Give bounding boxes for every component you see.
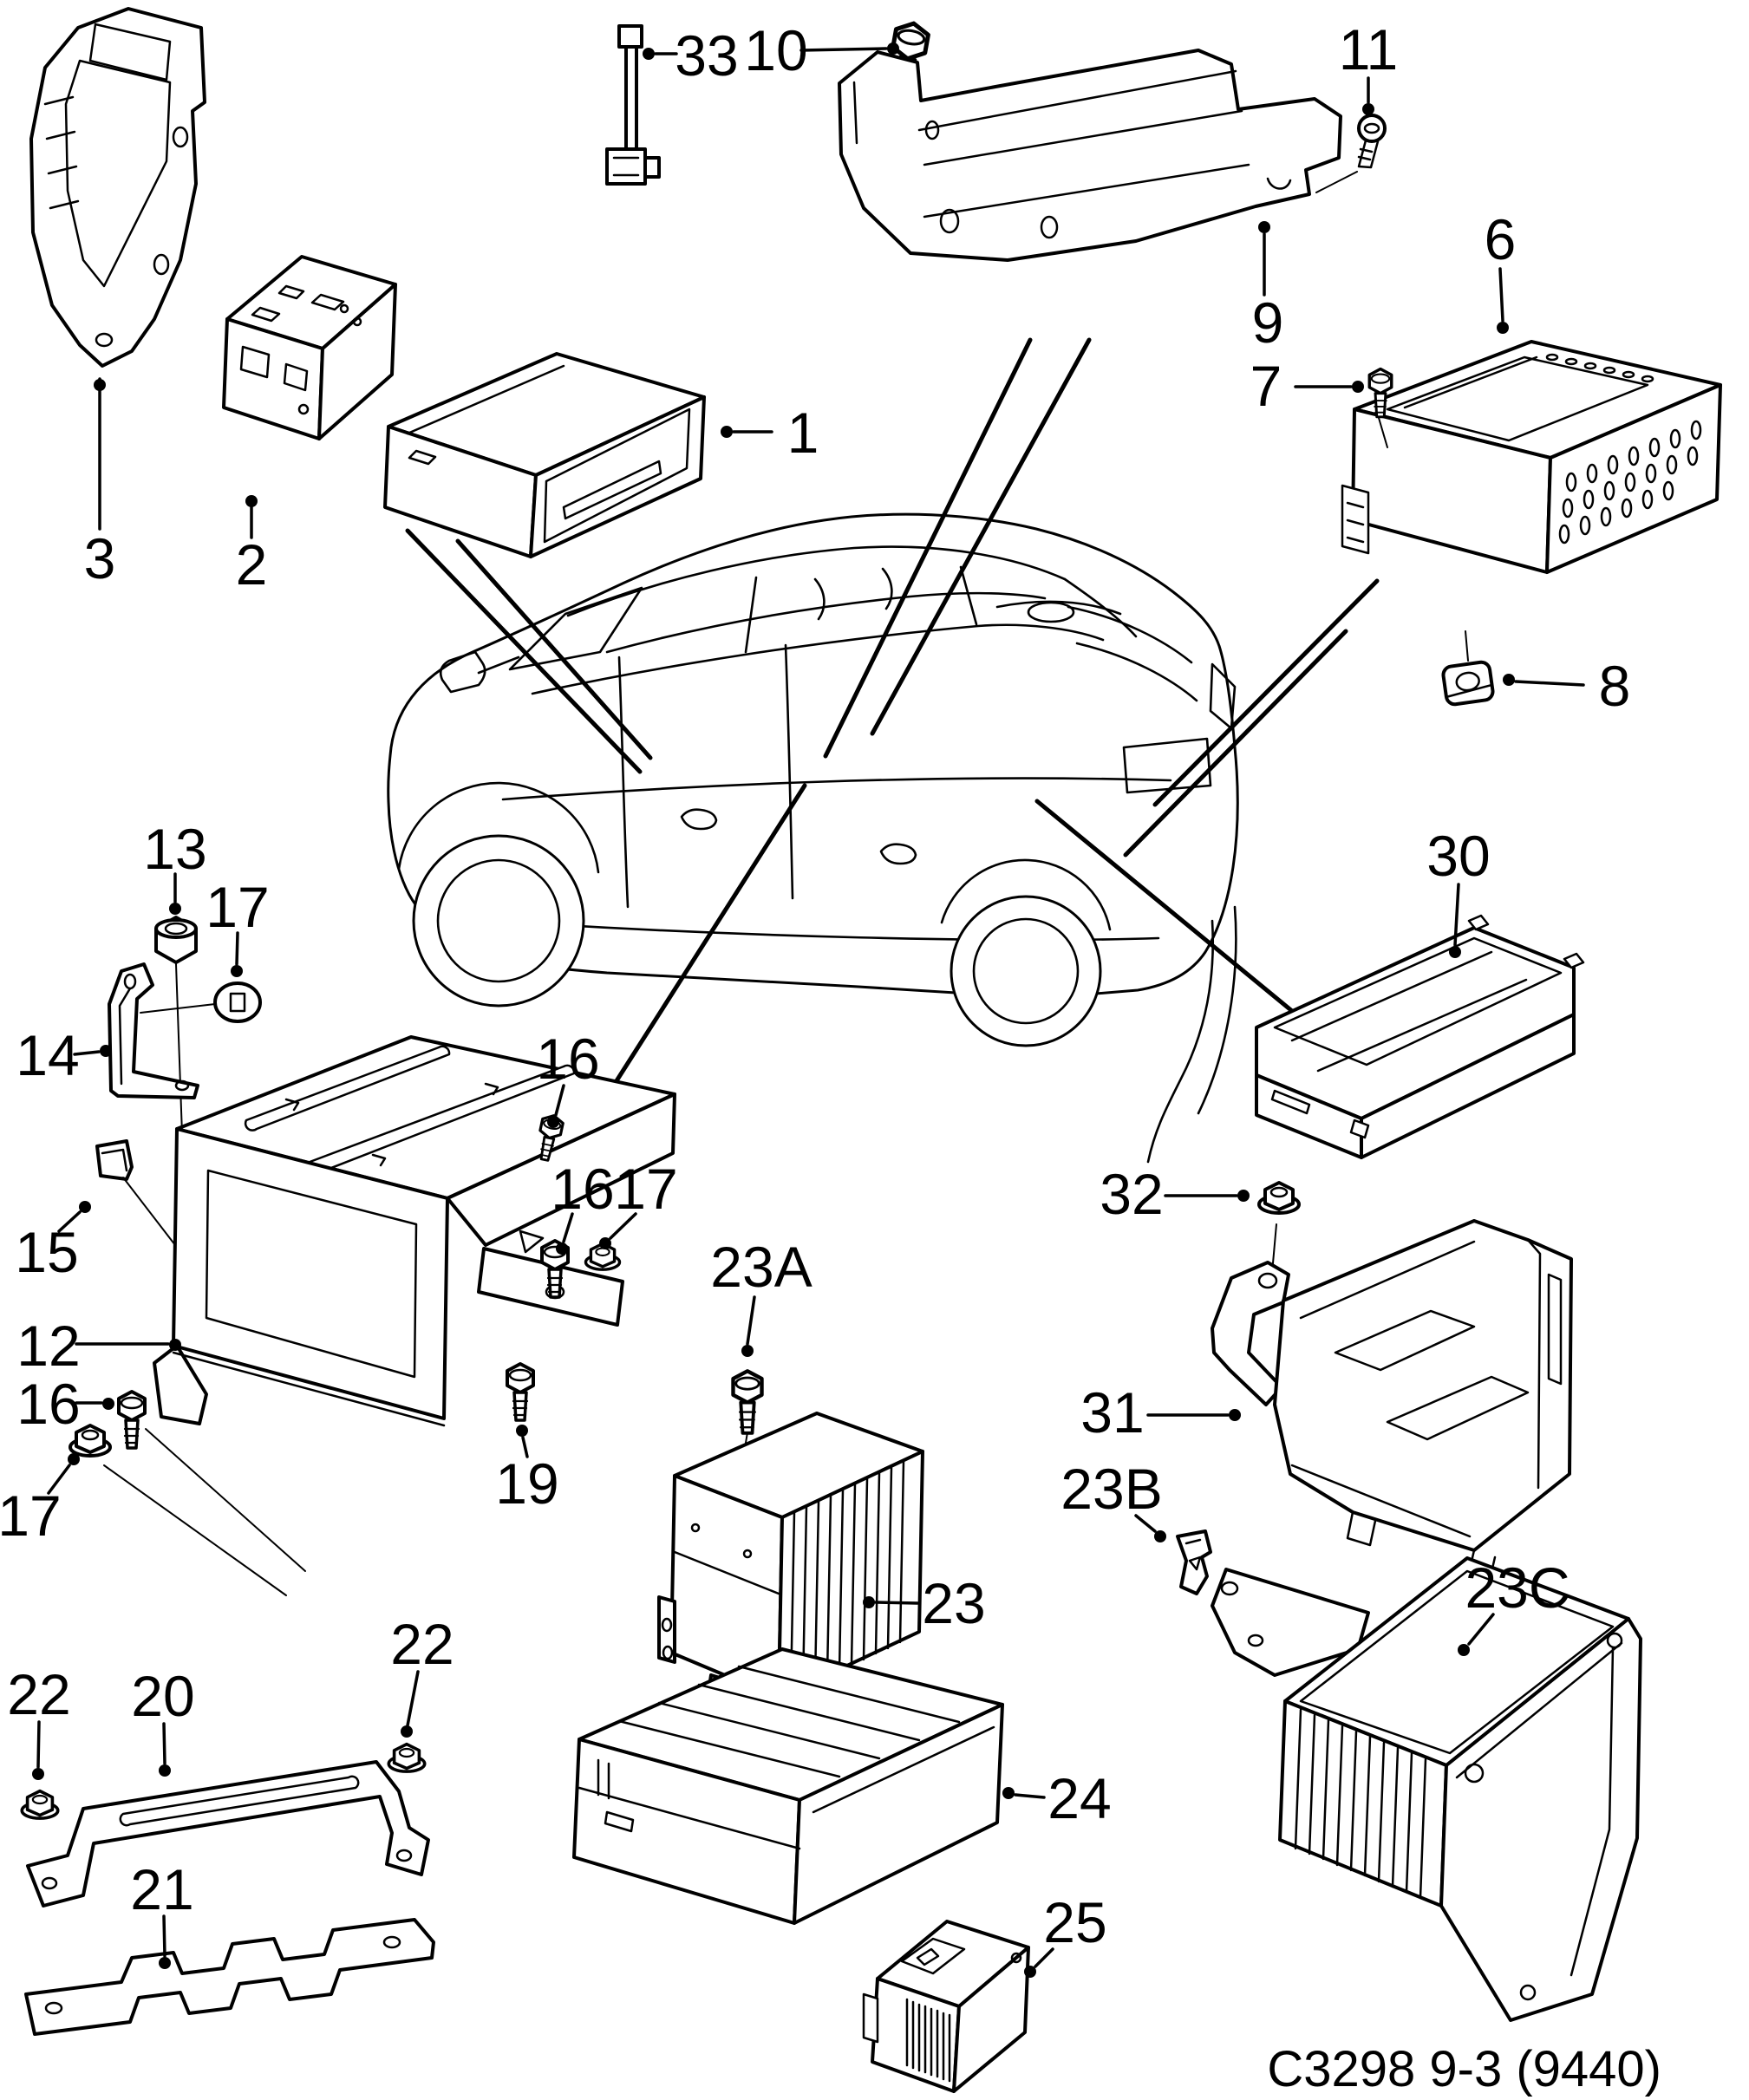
part-13-nut bbox=[154, 916, 198, 1208]
callout-14: 14 bbox=[16, 1023, 79, 1087]
callout-12: 12 bbox=[16, 1314, 80, 1378]
callout-32: 32 bbox=[1100, 1162, 1163, 1226]
callout-1: 1 bbox=[787, 401, 819, 465]
callout-31: 31 bbox=[1080, 1380, 1144, 1445]
part-15-clip bbox=[95, 1139, 176, 1246]
callout-19: 19 bbox=[495, 1451, 558, 1516]
car-illustration bbox=[387, 512, 1239, 1164]
callout-25: 25 bbox=[1043, 1890, 1106, 1954]
callout-7: 7 bbox=[1250, 354, 1282, 418]
part-11-screw bbox=[1315, 114, 1387, 193]
part-25-module bbox=[862, 1920, 1030, 2093]
part-3-console-bracket bbox=[29, 7, 206, 368]
callout-6: 6 bbox=[1485, 207, 1517, 271]
callout-33: 33 bbox=[675, 23, 738, 88]
callout-22a: 22 bbox=[7, 1662, 70, 1726]
part-24-cd-changer bbox=[572, 1647, 1004, 1925]
installation-lines bbox=[405, 337, 1380, 1092]
callout-17c: 17 bbox=[614, 1157, 677, 1221]
callout-9: 9 bbox=[1252, 290, 1284, 355]
callout-15: 15 bbox=[15, 1220, 78, 1284]
part-22-nut-right bbox=[387, 1742, 427, 1773]
part-31-bracket bbox=[1211, 1219, 1573, 1582]
part-17-grommet-upper bbox=[140, 982, 262, 1023]
callout-2: 2 bbox=[236, 532, 268, 597]
callout-23C: 23C bbox=[1465, 1555, 1570, 1620]
callout-8: 8 bbox=[1599, 654, 1631, 718]
callout-13: 13 bbox=[143, 817, 206, 881]
callout-numbers: 1 2 3 6 7 8 9 10 11 12 13 14 15 16 16 16… bbox=[0, 17, 1630, 1954]
part-9-shelf-bracket bbox=[838, 49, 1342, 262]
callout-17b: 17 bbox=[0, 1484, 62, 1548]
part-19-bolt bbox=[506, 1362, 535, 1422]
callout-23: 23 bbox=[922, 1571, 985, 1635]
part-23C-amplifier bbox=[1211, 1556, 1642, 2022]
part-1-cd-unit bbox=[383, 352, 706, 558]
part-32-nut bbox=[1257, 1181, 1301, 1274]
callout-30: 30 bbox=[1426, 824, 1490, 888]
callout-23B: 23B bbox=[1060, 1457, 1162, 1521]
part-23B-clip bbox=[1176, 1529, 1212, 1595]
part-30-tray bbox=[1255, 914, 1585, 1159]
callout-17a: 17 bbox=[206, 875, 269, 939]
callout-16c: 16 bbox=[551, 1157, 614, 1221]
part-14-l-bracket bbox=[108, 962, 199, 1099]
part-16-bolt-left bbox=[117, 1390, 147, 1450]
callout-23A: 23A bbox=[710, 1235, 812, 1299]
callout-16b: 16 bbox=[536, 1027, 599, 1091]
callout-20: 20 bbox=[131, 1664, 194, 1728]
callout-10: 10 bbox=[744, 18, 807, 82]
part-33-antenna-element bbox=[605, 24, 661, 186]
callout-24: 24 bbox=[1047, 1766, 1111, 1830]
part-7-screw bbox=[1367, 367, 1393, 448]
figure-code: C3298 9-3 (9440) bbox=[1267, 2041, 1661, 2097]
callout-3: 3 bbox=[84, 526, 116, 590]
part-12-mounting-cage bbox=[103, 1035, 676, 1596]
part-6-amplifier bbox=[1341, 340, 1722, 574]
callout-21: 21 bbox=[130, 1857, 193, 1921]
part-8-grommet bbox=[1441, 630, 1495, 707]
callout-11: 11 bbox=[1339, 17, 1399, 82]
callout-16a: 16 bbox=[16, 1372, 80, 1436]
part-22-nut-left bbox=[20, 1789, 60, 1820]
part-21-strap bbox=[24, 1918, 435, 2036]
callout-22b: 22 bbox=[390, 1612, 454, 1676]
callout-leaders bbox=[32, 42, 1585, 1978]
part-20-strap bbox=[26, 1760, 430, 1908]
part-23-amplifier bbox=[657, 1412, 924, 1710]
part-2-radio-unit bbox=[222, 255, 397, 440]
